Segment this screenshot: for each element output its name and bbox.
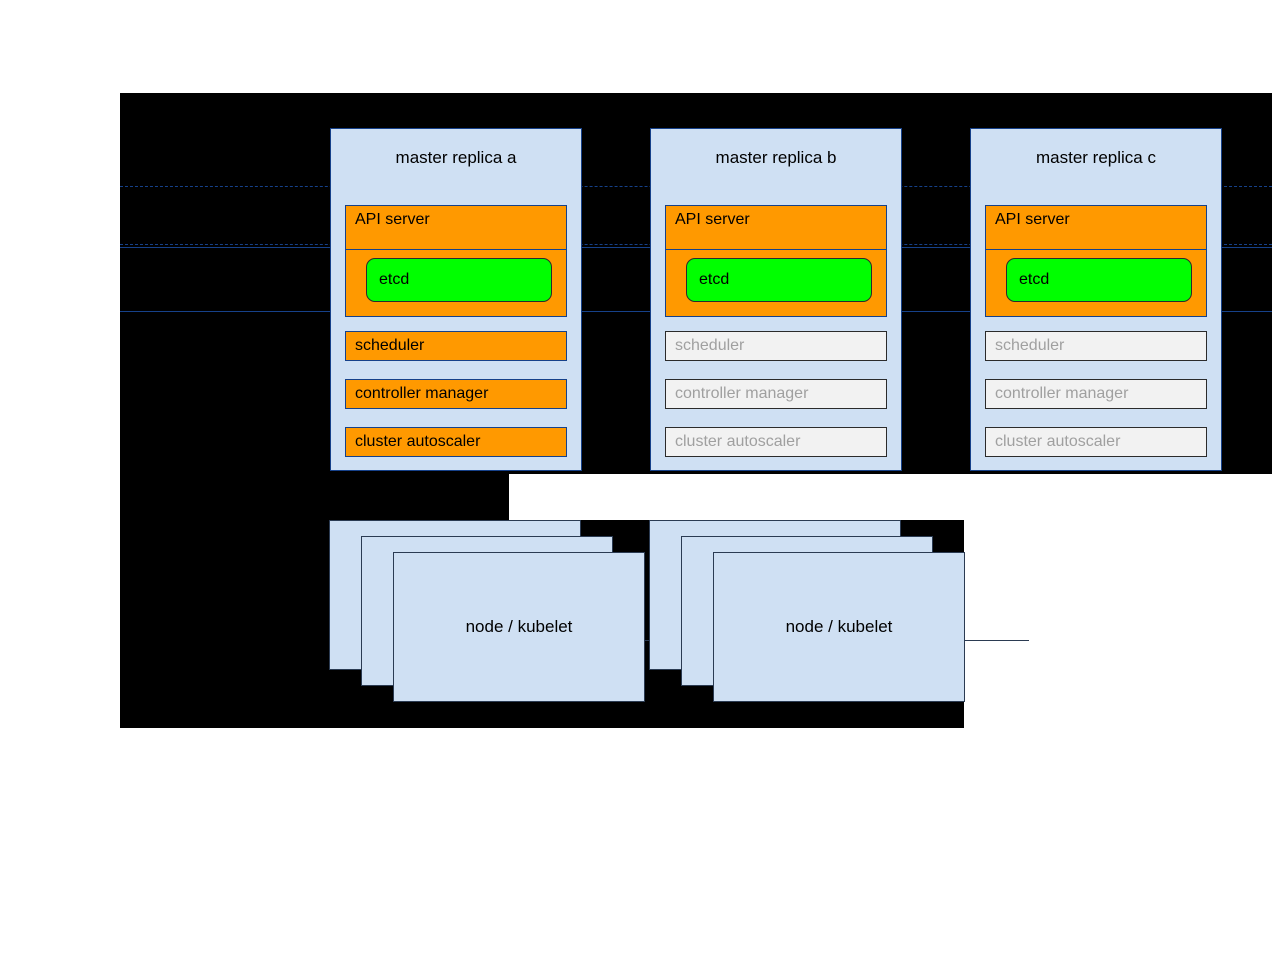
controller-manager-box-a[interactable]: controller manager bbox=[345, 379, 567, 409]
scheduler-box-a[interactable]: scheduler bbox=[345, 331, 567, 361]
master-replica-b[interactable]: master replica b API server etcd schedul… bbox=[650, 128, 902, 471]
master-replica-a[interactable]: master replica a API server etcd schedul… bbox=[330, 128, 582, 471]
node-kubelet-label-left: node / kubelet bbox=[465, 617, 573, 636]
controller-manager-box-c[interactable]: controller manager bbox=[985, 379, 1207, 409]
scheduler-box-c[interactable]: scheduler bbox=[985, 331, 1207, 361]
etcd-band-b: etcd bbox=[665, 249, 887, 317]
etcd-box-a[interactable]: etcd bbox=[366, 258, 552, 302]
cluster-autoscaler-box-b[interactable]: cluster autoscaler bbox=[665, 427, 887, 457]
master-replica-a-title: master replica a bbox=[395, 148, 517, 167]
etcd-band-c: etcd bbox=[985, 249, 1207, 317]
master-replica-b-title: master replica b bbox=[715, 148, 837, 167]
node-kubelet-label-right: node / kubelet bbox=[785, 617, 893, 636]
etcd-box-c[interactable]: etcd bbox=[1006, 258, 1192, 302]
cluster-autoscaler-box-c[interactable]: cluster autoscaler bbox=[985, 427, 1207, 457]
etcd-band-a: etcd bbox=[345, 249, 567, 317]
etcd-box-b[interactable]: etcd bbox=[686, 258, 872, 302]
node-card-front[interactable]: node / kubelet bbox=[393, 552, 645, 702]
cluster-autoscaler-box-a[interactable]: cluster autoscaler bbox=[345, 427, 567, 457]
controller-manager-box-b[interactable]: controller manager bbox=[665, 379, 887, 409]
scheduler-box-b[interactable]: scheduler bbox=[665, 331, 887, 361]
master-replica-c[interactable]: master replica c API server etcd schedul… bbox=[970, 128, 1222, 471]
node-card-front[interactable]: node / kubelet bbox=[713, 552, 965, 702]
master-replica-c-title: master replica c bbox=[1036, 148, 1156, 167]
backdrop-middle-tail bbox=[120, 474, 509, 520]
